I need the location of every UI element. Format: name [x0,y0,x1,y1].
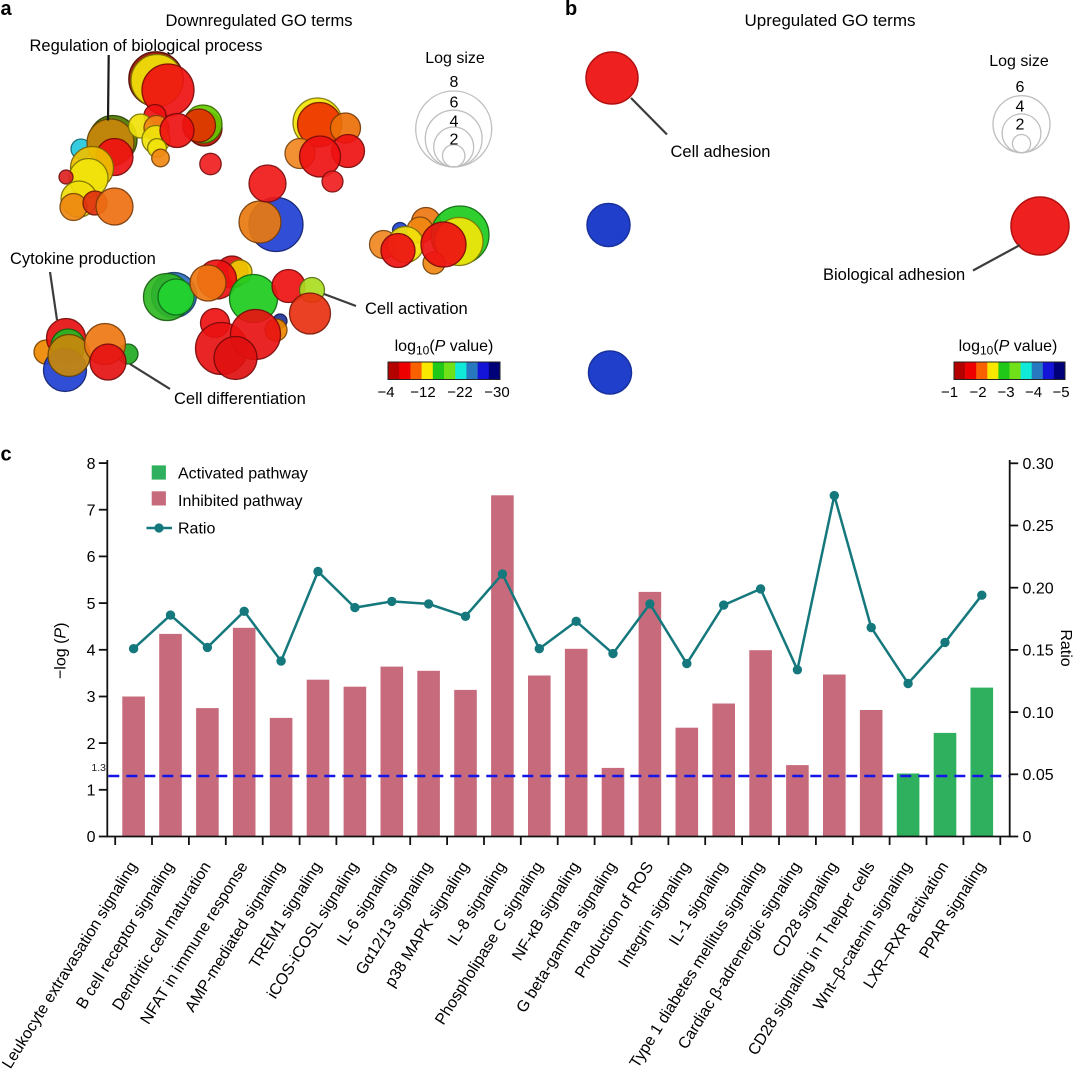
svg-text:Cell activation: Cell activation [365,300,468,318]
svg-text:log10(P value): log10(P value) [395,338,494,358]
svg-text:0.25: 0.25 [1023,518,1054,535]
svg-text:0.05: 0.05 [1023,767,1054,784]
svg-text:−1: −1 [941,384,958,401]
svg-text:Cell differentiation: Cell differentiation [174,390,306,408]
svg-text:Upregulated GO terms: Upregulated GO terms [744,11,915,30]
svg-text:2: 2 [1016,117,1025,134]
svg-text:0.15: 0.15 [1023,643,1054,660]
svg-text:−4: −4 [377,384,394,401]
svg-text:b: b [565,0,577,20]
svg-text:a: a [1,0,13,20]
svg-text:4: 4 [87,643,96,660]
svg-text:Cytokine production: Cytokine production [10,250,156,268]
svg-text:Inhibited pathway: Inhibited pathway [178,493,303,510]
svg-text:7: 7 [87,502,96,519]
svg-text:2: 2 [450,132,459,149]
svg-text:c: c [1,444,12,466]
svg-text:4: 4 [450,113,459,130]
svg-text:−4: −4 [1025,384,1042,401]
svg-text:1: 1 [87,783,96,800]
svg-text:−12: −12 [410,384,435,401]
svg-text:Ratio: Ratio [1057,629,1074,666]
svg-text:−log (P): −log (P) [53,623,70,679]
svg-text:−3: −3 [997,384,1014,401]
svg-text:Log size: Log size [425,50,485,67]
svg-text:log10(P value): log10(P value) [959,338,1058,358]
svg-text:6: 6 [450,95,459,112]
svg-text:Biological adhesion: Biological adhesion [823,266,965,284]
svg-text:8: 8 [87,456,96,473]
svg-text:6: 6 [1016,79,1025,96]
svg-text:Log size: Log size [989,53,1049,70]
svg-text:Regulation of biological proce: Regulation of biological process [30,37,263,55]
svg-text:0: 0 [1023,829,1032,846]
svg-text:2: 2 [87,736,96,753]
svg-text:Downregulated GO terms: Downregulated GO terms [165,12,352,30]
svg-text:8: 8 [450,74,459,91]
svg-text:Cell adhesion: Cell adhesion [671,143,771,161]
svg-text:Ratio: Ratio [178,521,215,538]
svg-text:3: 3 [87,689,96,706]
svg-text:1.3: 1.3 [91,762,106,774]
svg-text:5: 5 [87,596,96,613]
svg-text:0.30: 0.30 [1023,456,1054,473]
svg-text:6: 6 [87,549,96,566]
svg-text:0: 0 [87,829,96,846]
svg-text:Activated pathway: Activated pathway [178,466,308,483]
svg-text:−2: −2 [969,384,986,401]
svg-text:−30: −30 [484,384,509,401]
svg-text:0.10: 0.10 [1023,705,1054,722]
svg-text:−5: −5 [1052,384,1069,401]
svg-text:4: 4 [1016,99,1025,116]
svg-text:0.20: 0.20 [1023,580,1054,597]
svg-text:−22: −22 [447,384,472,401]
